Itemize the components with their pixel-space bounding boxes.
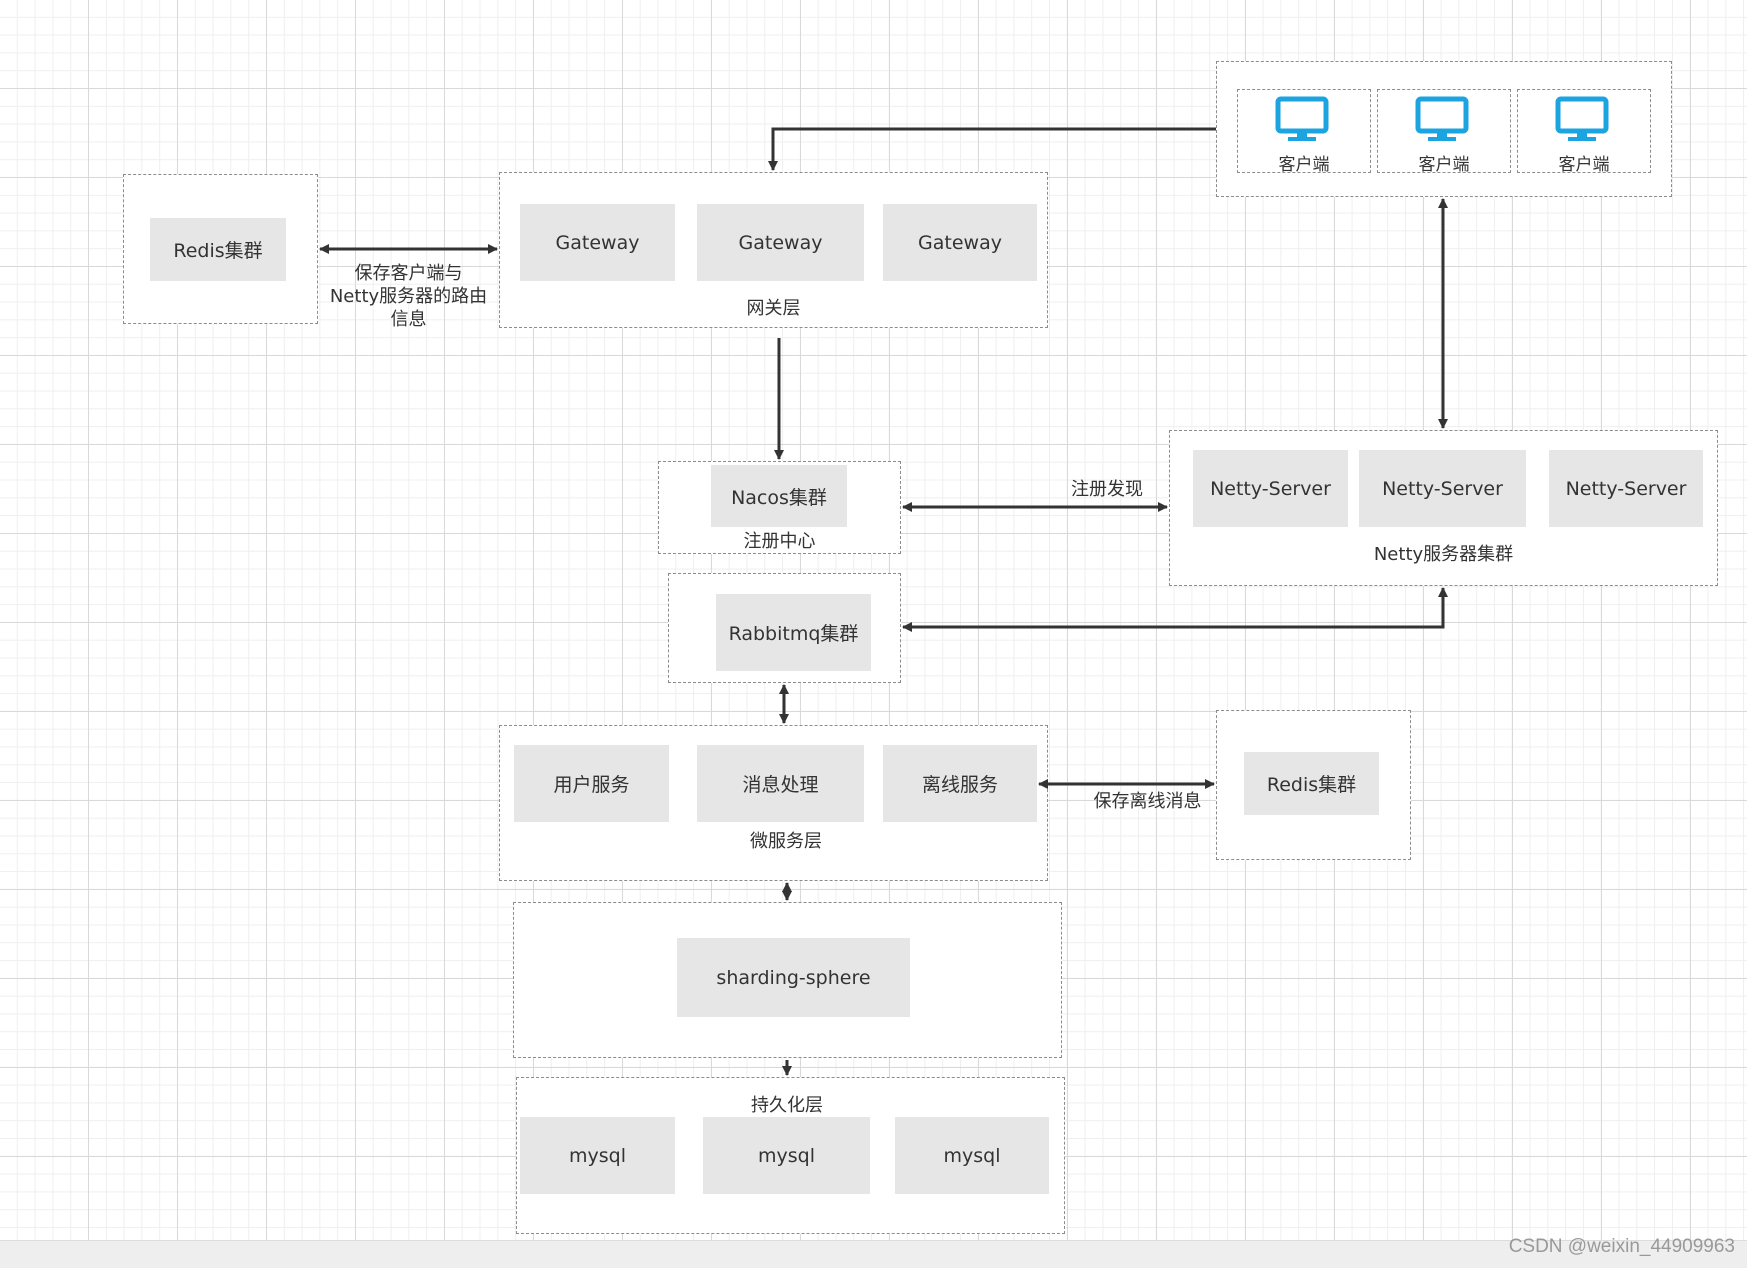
client-node-2[interactable]: 客户端	[1377, 89, 1511, 175]
edge-label-redis-gateway: 保存客户端与 Netty服务器的路由 信息	[329, 263, 488, 330]
monitor-icon	[1275, 96, 1329, 141]
client-label: 客户端	[1278, 155, 1330, 175]
mysql-node-3[interactable]: mysql	[895, 1117, 1049, 1194]
monitor-icon	[1415, 96, 1469, 141]
gateway-node-3[interactable]: Gateway	[883, 204, 1037, 281]
nacos-caption: 注册中心	[743, 531, 816, 552]
message-processing-node[interactable]: 消息处理	[697, 745, 864, 822]
client-node-1[interactable]: 客户端	[1237, 89, 1371, 175]
user-service-node[interactable]: 用户服务	[514, 745, 669, 822]
redis-left-node[interactable]: Redis集群	[150, 218, 286, 281]
gateway-layer-caption: 网关层	[746, 298, 801, 319]
footer-bar	[0, 1240, 1747, 1268]
rabbitmq-node[interactable]: Rabbitmq集群	[716, 594, 871, 671]
edge-label-micro-redis: 保存离线消息	[1093, 791, 1202, 812]
netty-server-node-1[interactable]: Netty-Server	[1193, 450, 1348, 527]
client-label: 客户端	[1418, 155, 1470, 175]
sharding-group	[513, 902, 1062, 1058]
watermark: CSDN @weixin_44909963	[1508, 1236, 1735, 1257]
offline-service-node[interactable]: 离线服务	[883, 745, 1037, 822]
mysql-node-2[interactable]: mysql	[703, 1117, 870, 1194]
netty-cluster-caption: Netty服务器集群	[1373, 544, 1514, 565]
netty-server-node-3[interactable]: Netty-Server	[1549, 450, 1703, 527]
mysql-node-1[interactable]: mysql	[520, 1117, 675, 1194]
netty-server-node-2[interactable]: Netty-Server	[1359, 450, 1526, 527]
monitor-icon	[1555, 96, 1609, 141]
gateway-node-1[interactable]: Gateway	[520, 204, 675, 281]
redis-right-node[interactable]: Redis集群	[1244, 752, 1379, 815]
arrow-clients-to-gateway	[768, 127, 1216, 171]
persistence-layer-caption: 持久化层	[751, 1095, 823, 1116]
gateway-node-2[interactable]: Gateway	[697, 204, 864, 281]
client-label: 客户端	[1558, 155, 1610, 175]
arrow-rabbitmq-netty	[902, 587, 1448, 632]
edge-label-nacos-netty: 注册发现	[1071, 479, 1143, 500]
nacos-node[interactable]: Nacos集群	[711, 465, 847, 527]
sharding-sphere-node[interactable]: sharding-sphere	[677, 938, 910, 1017]
microservice-layer-caption: 微服务层	[750, 831, 822, 852]
client-node-3[interactable]: 客户端	[1517, 89, 1651, 175]
